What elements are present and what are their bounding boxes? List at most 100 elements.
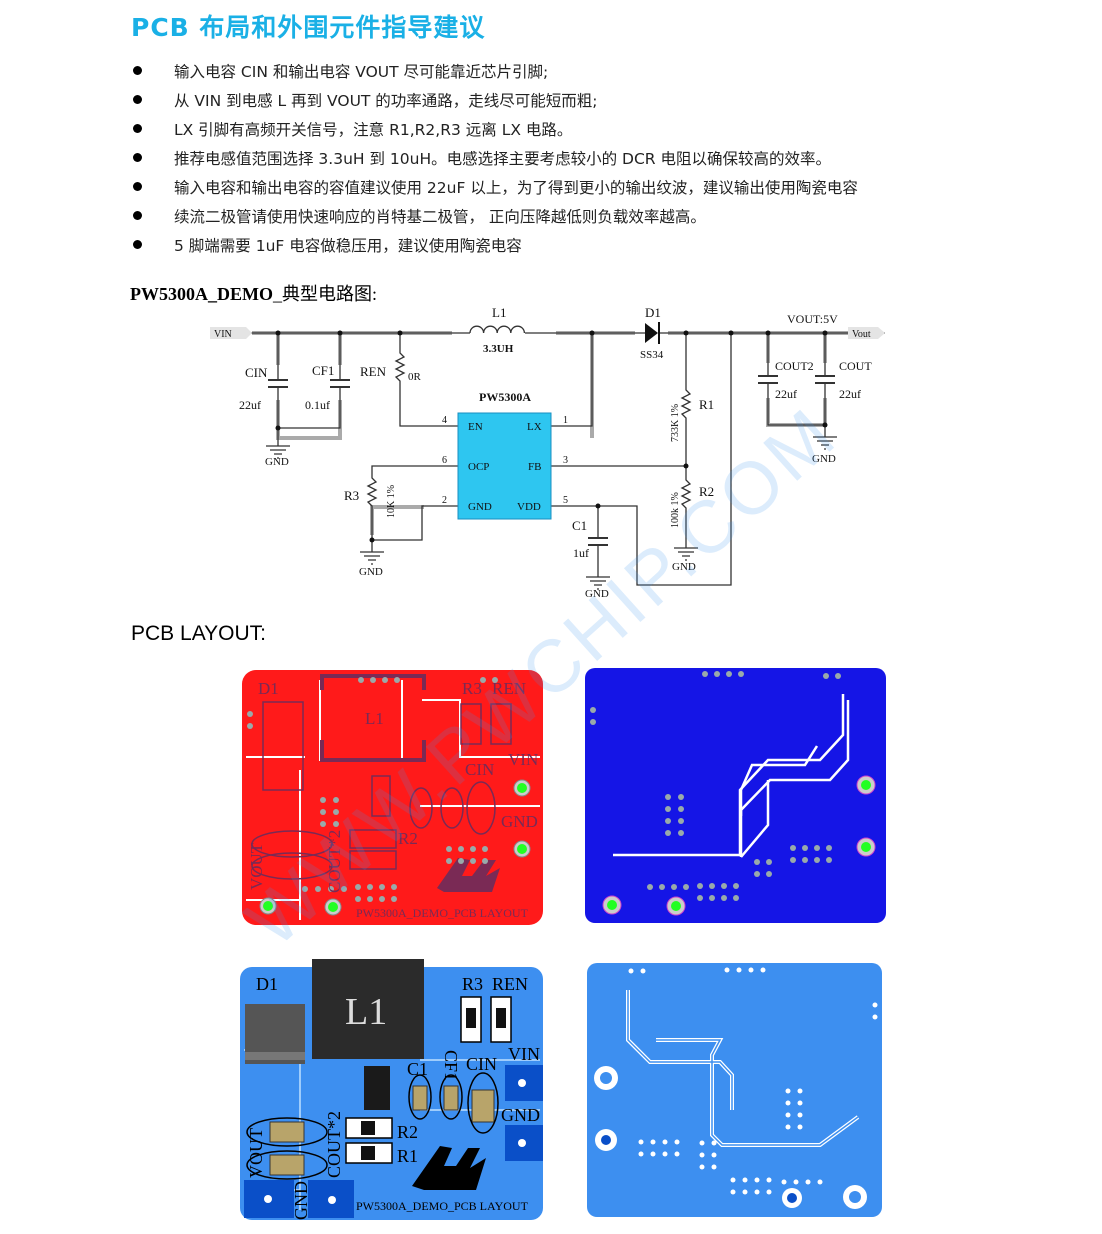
tip-text: 从 VIN 到电感 L 再到 VOUT 的功率通路，走线尽可能短而粗; (174, 91, 598, 110)
pcb3d-label-gnd: GND (501, 1105, 540, 1125)
r1-label: R1 (699, 397, 714, 412)
c1-value: 1uf (573, 546, 589, 560)
ic-pw5300a (457, 412, 552, 520)
pcb-footer-label: PW5300A_DEMO_PCB LAYOUT (356, 906, 529, 920)
pcb3d-label-r2: R2 (397, 1122, 418, 1142)
list-item: 从 VIN 到电感 L 再到 VOUT 的功率通路，走线尽可能短而粗; (130, 85, 858, 114)
l1-value: 3.3UH (483, 343, 514, 355)
pcb3d-label-c1: C1 (407, 1059, 428, 1079)
r3-value: 10K 1% (386, 485, 397, 518)
pin-gnd: GND (468, 501, 492, 513)
cf1-label: CF1 (312, 363, 334, 378)
junction-dots (275, 330, 828, 543)
pin-num-vdd: 5 (563, 495, 568, 506)
pcb-label-r2: R2 (398, 829, 418, 848)
gnd-label: GND (672, 561, 696, 573)
list-item: 输入电容和输出电容的容值建议使用 22uF 以上，为了得到更小的输出纹波，建议输… (130, 172, 858, 201)
inductor-l1 (312, 959, 424, 1059)
pcb3d-label-l1: L1 (345, 991, 387, 1033)
ren-value: 0R (408, 371, 422, 383)
via-dots (247, 677, 498, 902)
list-item: 输入电容 CIN 和输出电容 VOUT 尽可能靠近芯片引脚; (130, 56, 858, 85)
cout-label: COUT (839, 359, 872, 373)
list-item: 推荐电感值范围选择 3.3uH 到 10uH。电感选择主要考虑较小的 DCR 电… (130, 143, 858, 172)
pcb-label-r3: R3 (462, 679, 482, 698)
tip-text: 续流二极管请使用快速响应的肖特基二极管， 正向压降越低则负载效率越高。 (174, 207, 706, 226)
tip-text: 5 脚端需要 1uF 电容做稳压用，建议使用陶瓷电容 (174, 236, 522, 255)
bullet-icon (133, 153, 142, 162)
pin-vdd: VDD (517, 501, 541, 513)
pcb-3d-top-view: D1 L1 R3 REN VIN CIN CF1 C1 GND R2 R1 VO… (240, 959, 543, 1220)
pcb-label-l1: L1 (365, 709, 384, 728)
list-item: 5 脚端需要 1uF 电容做稳压用，建议使用陶瓷电容 (130, 230, 858, 259)
cin-label: CIN (245, 365, 268, 380)
cout2-label: COUT2 (775, 359, 814, 373)
l1-label: L1 (492, 305, 506, 320)
pcb3d-label-r1: R1 (397, 1146, 418, 1166)
vin-port (210, 327, 252, 339)
vout-port (848, 327, 885, 339)
pcb3d-label-ren: REN (492, 974, 528, 994)
bullet-icon (133, 240, 142, 249)
pcb-label-cin: CIN (465, 760, 494, 779)
pcb-label-cout: COUT*2 (325, 830, 344, 893)
cf1-value: 0.1uf (305, 398, 330, 412)
pcb3d-label-cin: CIN (466, 1054, 497, 1074)
r3-label: R3 (344, 488, 359, 503)
pin-num-en: 4 (442, 415, 447, 426)
bullet-icon (133, 66, 142, 75)
bullet-icon (133, 95, 142, 104)
pcb3d-footer-label: PW5300A_DEMO_PCB LAYOUT (356, 1199, 529, 1213)
list-item: 续流二极管请使用快速响应的肖特基二极管， 正向压降越低则负载效率越高。 (130, 201, 858, 230)
tip-text: 推荐电感值范围选择 3.3uH 到 10uH。电感选择主要考虑较小的 DCR 电… (174, 149, 831, 168)
pcb-label-ren: REN (492, 679, 526, 698)
pcb-bottom-copper (585, 668, 886, 923)
pin-en: EN (468, 421, 483, 433)
ic-chip (364, 1066, 390, 1110)
diode-symbol (645, 323, 658, 343)
bullet-icon (133, 124, 142, 133)
c1-label: C1 (572, 518, 587, 533)
pcb3d-label-r3: R3 (462, 974, 483, 994)
tip-text: 输入电容 CIN 和输出电容 VOUT 尽可能靠近芯片引脚; (174, 62, 549, 81)
heading-rest: _典型电路图: (273, 284, 378, 304)
pin-num-gnd: 2 (442, 495, 447, 506)
ic-label: PW5300A (479, 390, 531, 404)
ground-symbols (266, 436, 837, 590)
vout-port-label: Vout (852, 329, 871, 340)
cin-value: 22uf (239, 398, 261, 412)
pin-ocp: OCP (468, 461, 489, 473)
bullet-icon (133, 211, 142, 220)
pin-fb: FB (528, 461, 541, 473)
pcb3d-label-vout: VOUT (246, 1128, 266, 1178)
r1-value: 733K 1% (670, 404, 681, 442)
list-item: LX 引脚有高频开关信号，注意 R1,R2,R3 远离 LX 电路。 (130, 114, 858, 143)
pcb3d-label-d1: D1 (256, 974, 278, 994)
gnd-label: GND (812, 453, 836, 465)
bullet-icon (133, 182, 142, 191)
tip-text: 输入电容和输出电容的容值建议使用 22uF 以上，为了得到更小的输出纹波，建议输… (174, 178, 858, 197)
heading-bold: PW5300A_DEMO (130, 284, 273, 304)
page-title: PCB 布局和外围元件指导建议 (131, 13, 486, 42)
logo-icon (412, 1146, 486, 1190)
ren-label: REN (360, 364, 387, 379)
d1-value: SS34 (640, 349, 664, 361)
guideline-list: 输入电容 CIN 和输出电容 VOUT 尽可能靠近芯片引脚; 从 VIN 到电感… (130, 56, 858, 259)
pcb3d-label-vin: VIN (508, 1044, 540, 1064)
pin-num-fb: 3 (563, 455, 568, 466)
tip-text: LX 引脚有高频开关信号，注意 R1,R2,R3 远离 LX 电路。 (174, 120, 573, 139)
pcb-label-vin: VIN (508, 750, 538, 769)
pcb-label-vout: VOUT (247, 842, 266, 890)
pcb-label-d1: D1 (258, 679, 279, 698)
d1-label: D1 (645, 305, 661, 320)
vout-label: VOUT:5V (787, 312, 838, 326)
schematic-heading: PW5300A_DEMO_典型电路图: (130, 280, 377, 306)
gnd-label: GND (265, 456, 289, 468)
r2-value: 100k 1% (670, 492, 681, 528)
pin-lx: LX (527, 421, 542, 433)
pcb3d-label-cf1: CF1 (441, 1050, 461, 1081)
gnd-label: GND (585, 588, 609, 600)
pcb3d-label-cout: COUT*2 (324, 1111, 344, 1178)
